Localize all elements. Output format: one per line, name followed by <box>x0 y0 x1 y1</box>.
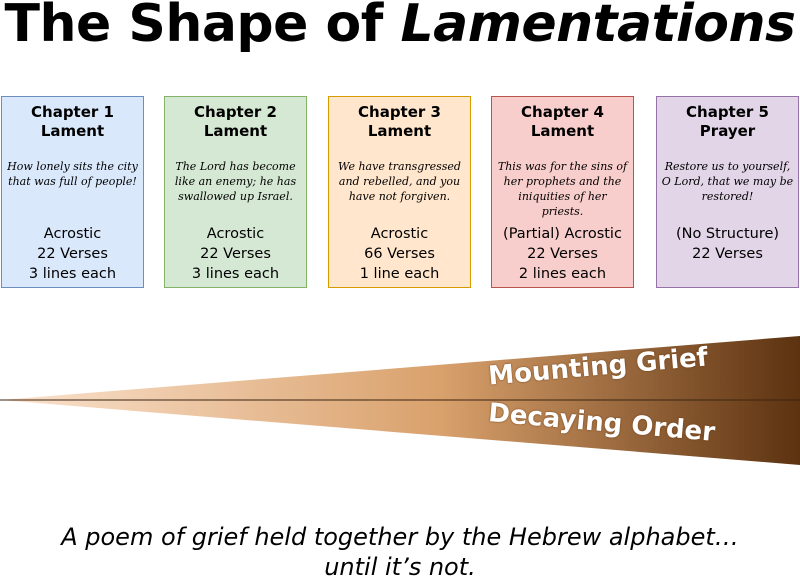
chapter-fact: 3 lines each <box>191 266 280 282</box>
chapter-facts: (Partial) Acrostic 22 Verses 2 lines each <box>492 224 633 284</box>
chapter-type: Lament <box>530 122 595 140</box>
chapter-number: Chapter 4 <box>521 103 604 121</box>
footer-line-1: A poem of grief held together by the Heb… <box>61 523 739 551</box>
chapter-fact: 22 Verses <box>527 246 598 262</box>
chapter-number: Chapter 5 <box>686 103 769 121</box>
chapter-fact: Acrostic <box>43 226 102 242</box>
title-emphasis: Lamentations <box>400 0 796 54</box>
chapter-quote: The Lord has become like an enemy; he ha… <box>174 160 297 203</box>
grief-order-wedge <box>0 336 800 465</box>
chapter-number: Chapter 1 <box>31 103 114 121</box>
chapter-quote: Restore us to yourself, O Lord, that we … <box>661 160 794 203</box>
chapter-facts: Acrostic 22 Verses 3 lines each <box>165 224 306 284</box>
chapter-fact: Acrostic <box>370 226 429 242</box>
chapter-fact: (No Structure) <box>675 226 780 242</box>
chapter-quote: How lonely sits the city that was full o… <box>7 160 138 188</box>
chapter-facts: Acrostic 22 Verses 3 lines each <box>2 224 143 284</box>
chapter-fact: 3 lines each <box>28 266 117 282</box>
chapter-fact: 2 lines each <box>518 266 607 282</box>
chapter-quote: This was for the sins of her prophets an… <box>497 160 628 218</box>
chapter-fact: 66 Verses <box>364 246 435 262</box>
page-title: The Shape of Lamentations <box>0 0 800 54</box>
chapter-type: Lament <box>203 122 268 140</box>
title-main: The Shape of <box>4 0 401 54</box>
chapter-fact: (Partial) Acrostic <box>503 226 622 242</box>
chapter-quote: We have transgressed and rebelled, and y… <box>338 160 461 203</box>
footer-line-2: until it’s not. <box>324 553 476 581</box>
chapter-fact: Acrostic <box>206 226 265 242</box>
chapter-fact: 22 Verses <box>692 246 763 262</box>
chapter-number: Chapter 3 <box>358 103 441 121</box>
footer-caption: A poem of grief held together by the Heb… <box>0 522 800 582</box>
chapter-fact: 22 Verses <box>37 246 108 262</box>
chapter-type: Lament <box>367 122 432 140</box>
chapter-type: Prayer <box>699 122 756 140</box>
chapter-type: Lament <box>40 122 105 140</box>
chapter-facts: (No Structure) 22 Verses <box>657 224 798 264</box>
chapter-facts: Acrostic 66 Verses 1 line each <box>329 224 470 284</box>
chapter-fact: 1 line each <box>359 266 440 282</box>
chapter-fact: 22 Verses <box>200 246 271 262</box>
chapter-number: Chapter 2 <box>194 103 277 121</box>
